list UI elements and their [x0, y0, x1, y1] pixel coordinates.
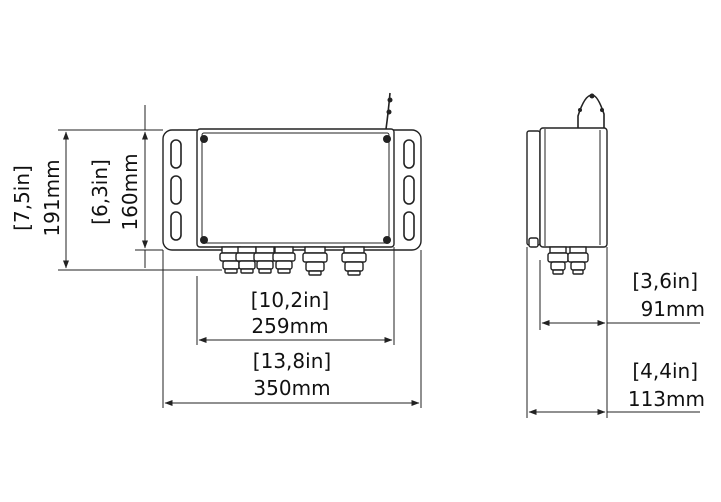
- screw-icon: [383, 135, 391, 143]
- depth-box-imperial: [3,6in]: [632, 269, 698, 293]
- depth-total-metric: 113mm: [628, 387, 705, 411]
- height-box-imperial: [6,3in]: [88, 159, 112, 225]
- screw-icon: [383, 236, 391, 244]
- depth-total-imperial: [4,4in]: [632, 359, 698, 383]
- side-cord-icon: [577, 94, 605, 128]
- side-enclosure-body: [539, 127, 608, 248]
- depth-box-metric: 91mm: [641, 297, 705, 321]
- height-total-metric: 191mm: [40, 159, 64, 236]
- height-box-metric: 160mm: [118, 153, 142, 230]
- cable-glands: [219, 246, 367, 276]
- screw-icon: [200, 135, 208, 143]
- right-mounting-slots: [403, 139, 415, 241]
- width-box-imperial: [10,2in]: [251, 288, 329, 312]
- width-total-metric: 350mm: [253, 376, 330, 400]
- width-box-metric: 259mm: [251, 314, 328, 338]
- screw-icon: [200, 236, 208, 244]
- side-cable-glands: [547, 246, 589, 275]
- enclosure-body: [196, 128, 395, 248]
- left-mounting-slots: [170, 139, 182, 241]
- front-view: [7,5in] 191mm [6,3in] 160mm [10,2in] 259…: [10, 92, 422, 408]
- width-total-imperial: [13,8in]: [253, 349, 331, 373]
- height-total-imperial: [7,5in]: [10, 165, 34, 231]
- side-view: [3,6in] 91mm [4,4in] 113mm: [526, 93, 705, 418]
- side-mounting-plate: [526, 130, 541, 246]
